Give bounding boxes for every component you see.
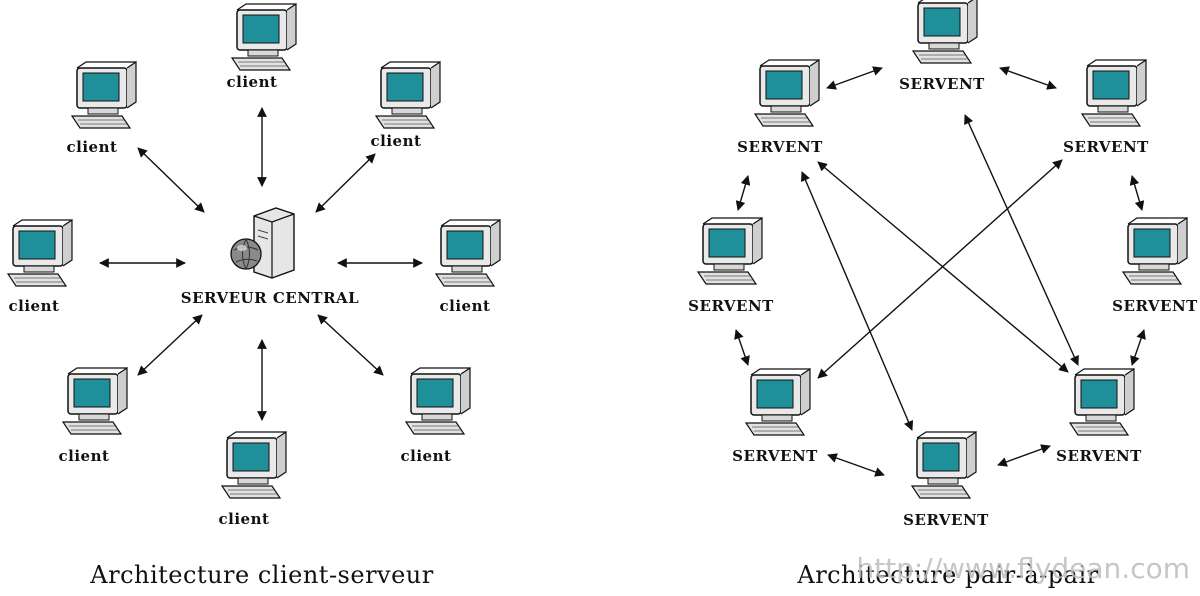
computer-icon <box>375 61 441 129</box>
client-label: client <box>440 297 491 315</box>
client-label: client <box>9 297 60 315</box>
link-arrow <box>826 66 883 90</box>
link-arrow <box>735 175 751 211</box>
link-arrow <box>800 171 914 431</box>
link-arrow <box>1130 329 1146 366</box>
client-server-diagram: SERVEUR CENTRAL client client client cli… <box>7 3 501 589</box>
client-label: client <box>59 447 110 465</box>
watermark: http://www.flydean.com <box>856 552 1190 585</box>
client-label: client <box>401 447 452 465</box>
servent-label: SERVENT <box>732 447 818 465</box>
computer-icon <box>1069 368 1135 436</box>
link-arrow <box>1129 175 1145 211</box>
computer-icon <box>1081 59 1147 127</box>
link-arrow <box>997 444 1051 467</box>
servent-label: SERVENT <box>737 138 823 156</box>
servent-label: SERVENT <box>903 511 989 529</box>
computer-icon <box>1122 217 1188 285</box>
computer-icon <box>435 219 501 287</box>
peer-to-peer-diagram: SERVENT SERVENT SERVENT SERVENT SERVENT … <box>688 0 1198 589</box>
client-label: client <box>219 510 270 528</box>
computer-icon <box>697 217 763 285</box>
server-icon <box>230 207 295 279</box>
computer-icon <box>405 367 471 435</box>
client-label: client <box>371 132 422 150</box>
computer-icon <box>71 61 137 129</box>
link-arrow <box>734 329 750 366</box>
link-arrow <box>137 147 205 213</box>
servent-label: SERVENT <box>688 297 774 315</box>
computer-icon <box>62 367 128 435</box>
client-label: client <box>227 73 278 91</box>
computer-icon <box>745 368 811 436</box>
link-arrow <box>827 453 885 477</box>
link-arrow <box>315 153 376 213</box>
client-label: client <box>67 138 118 156</box>
link-arrow <box>817 161 1069 373</box>
server-label: SERVEUR CENTRAL <box>181 289 359 307</box>
servent-label: SERVENT <box>899 75 985 93</box>
link-arrow <box>317 314 384 376</box>
link-arrow <box>137 314 203 376</box>
computer-icon <box>231 3 297 71</box>
link-arrow <box>964 114 1079 366</box>
computer-icon <box>912 0 978 64</box>
servent-label: SERVENT <box>1056 447 1142 465</box>
client-server-caption: Architecture client-serveur <box>89 561 433 589</box>
servent-label: SERVENT <box>1063 138 1149 156</box>
computer-icon <box>911 431 977 499</box>
computer-icon <box>754 59 820 127</box>
peer-to-peer-caption: Architecture pair-à-pair <box>796 561 1098 589</box>
computer-icon <box>7 219 73 287</box>
link-arrow <box>999 66 1057 90</box>
servent-label: SERVENT <box>1112 297 1198 315</box>
computer-icon <box>221 431 287 499</box>
